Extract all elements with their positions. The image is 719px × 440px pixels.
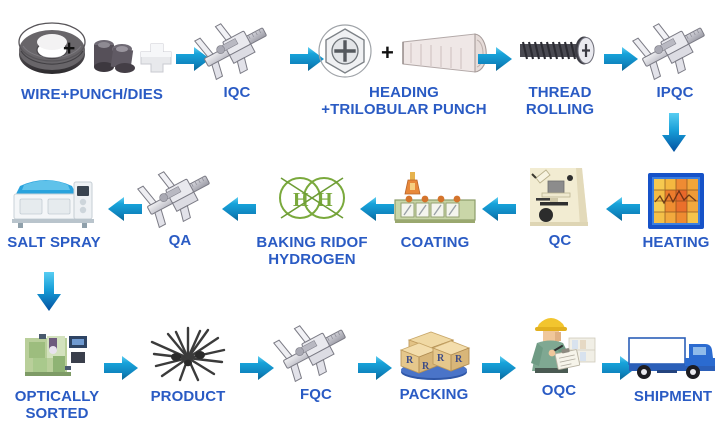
step-label: IQC [223,84,251,101]
step-label: QC [548,232,572,249]
carton-boxes-icon: R R R R [391,316,477,382]
svg-text:H: H [317,189,333,211]
plus-sign: + [63,37,76,60]
step-wire-punch-dies[interactable]: WIRE+PUNCH/DIES [2,16,182,103]
step-heating[interactable]: HEATING [634,164,718,251]
vernier-caliper-icon [273,316,356,383]
step-packing[interactable]: R R R R PACKING [388,316,480,403]
arrow-right-3 [478,46,512,77]
step-ipqc[interactable]: IPQC [632,14,718,101]
step-qc[interactable]: QC [516,162,604,249]
optical-sorter-icon [9,318,105,384]
coating-line-icon [389,164,481,230]
step-label: OPTICALLY SORTED [14,388,100,422]
arrow-left-2 [222,196,256,227]
step-optically-sorted[interactable]: OPTICALLY SORTED [2,318,112,422]
step-label: OQC [541,382,577,399]
step-label: WIRE+PUNCH/DIES [21,86,163,103]
svg-text:R: R [406,355,414,366]
arrow-left-5 [606,196,640,227]
step-label: HEADING +TRILOBULAR PUNCH [321,84,487,118]
step-label: THREAD ROLLING [525,84,595,118]
wire-coil-and-punch-dies-icon [17,16,172,82]
arrow-right-7 [358,355,392,386]
step-label: COATING [400,234,470,251]
vernier-caliper-icon [194,14,277,81]
threaded-screw-icon [514,14,606,80]
delivery-truck-icon [627,318,719,384]
arrow-left-3 [360,196,394,227]
salt-spray-chamber-icon [6,164,102,230]
step-product[interactable]: PRODUCT [140,318,236,405]
arrow-right-6 [240,355,274,386]
screw-head-and-blank-icon: + [311,14,497,80]
step-fqc[interactable]: FQC [273,316,356,403]
step-label: QA [168,232,192,249]
step-baking-ridof-hydrogen[interactable]: H H BAKING RIDOF HYDROGEN [248,164,376,268]
step-qa[interactable]: QA [137,162,220,249]
microscope-icon [522,162,598,228]
arrow-right-5 [104,355,138,386]
svg-text:H: H [293,189,309,211]
arrow-right-8 [482,355,516,386]
thermal-furnace-icon [647,164,705,230]
arrow-down-right [661,113,687,158]
step-label: PRODUCT [150,388,226,405]
step-label: HEATING [642,234,710,251]
step-label: SHIPMENT [633,388,713,405]
arrow-down-left [36,272,62,317]
arrow-right-1 [176,46,210,77]
screws-bundle-icon [142,318,234,384]
step-thread-rolling[interactable]: THREAD ROLLING [512,14,608,118]
step-label: BAKING RIDOF HYDROGEN [256,234,368,268]
svg-text:R: R [437,353,445,364]
vernier-caliper-icon [137,162,220,229]
svg-text:R: R [455,354,463,365]
svg-text:+: + [381,40,394,65]
step-heading-trilobular-punch[interactable]: + HEADING +TRILOBULAR PUNCH [310,14,498,118]
step-salt-spray[interactable]: SALT SPRAY [2,164,106,251]
vernier-caliper-icon [632,14,716,81]
arrow-left-4 [482,196,516,227]
step-label: IPQC [656,84,694,101]
step-label: FQC [300,386,332,403]
step-iqc[interactable]: IQC [194,14,278,101]
inspector-worker-icon [519,312,599,378]
step-label: SALT SPRAY [7,234,101,251]
arrow-right-2 [290,46,324,77]
step-coating[interactable]: COATING [388,164,482,251]
step-label: PACKING [399,386,469,403]
hydrogen-molecule-icon: H H [273,164,351,230]
arrow-left-1 [108,196,142,227]
step-shipment[interactable]: SHIPMENT [626,318,719,405]
step-oqc[interactable]: OQC [512,312,606,399]
arrow-right-9 [602,355,636,386]
svg-text:R: R [422,361,430,372]
arrow-right-4 [604,46,638,77]
